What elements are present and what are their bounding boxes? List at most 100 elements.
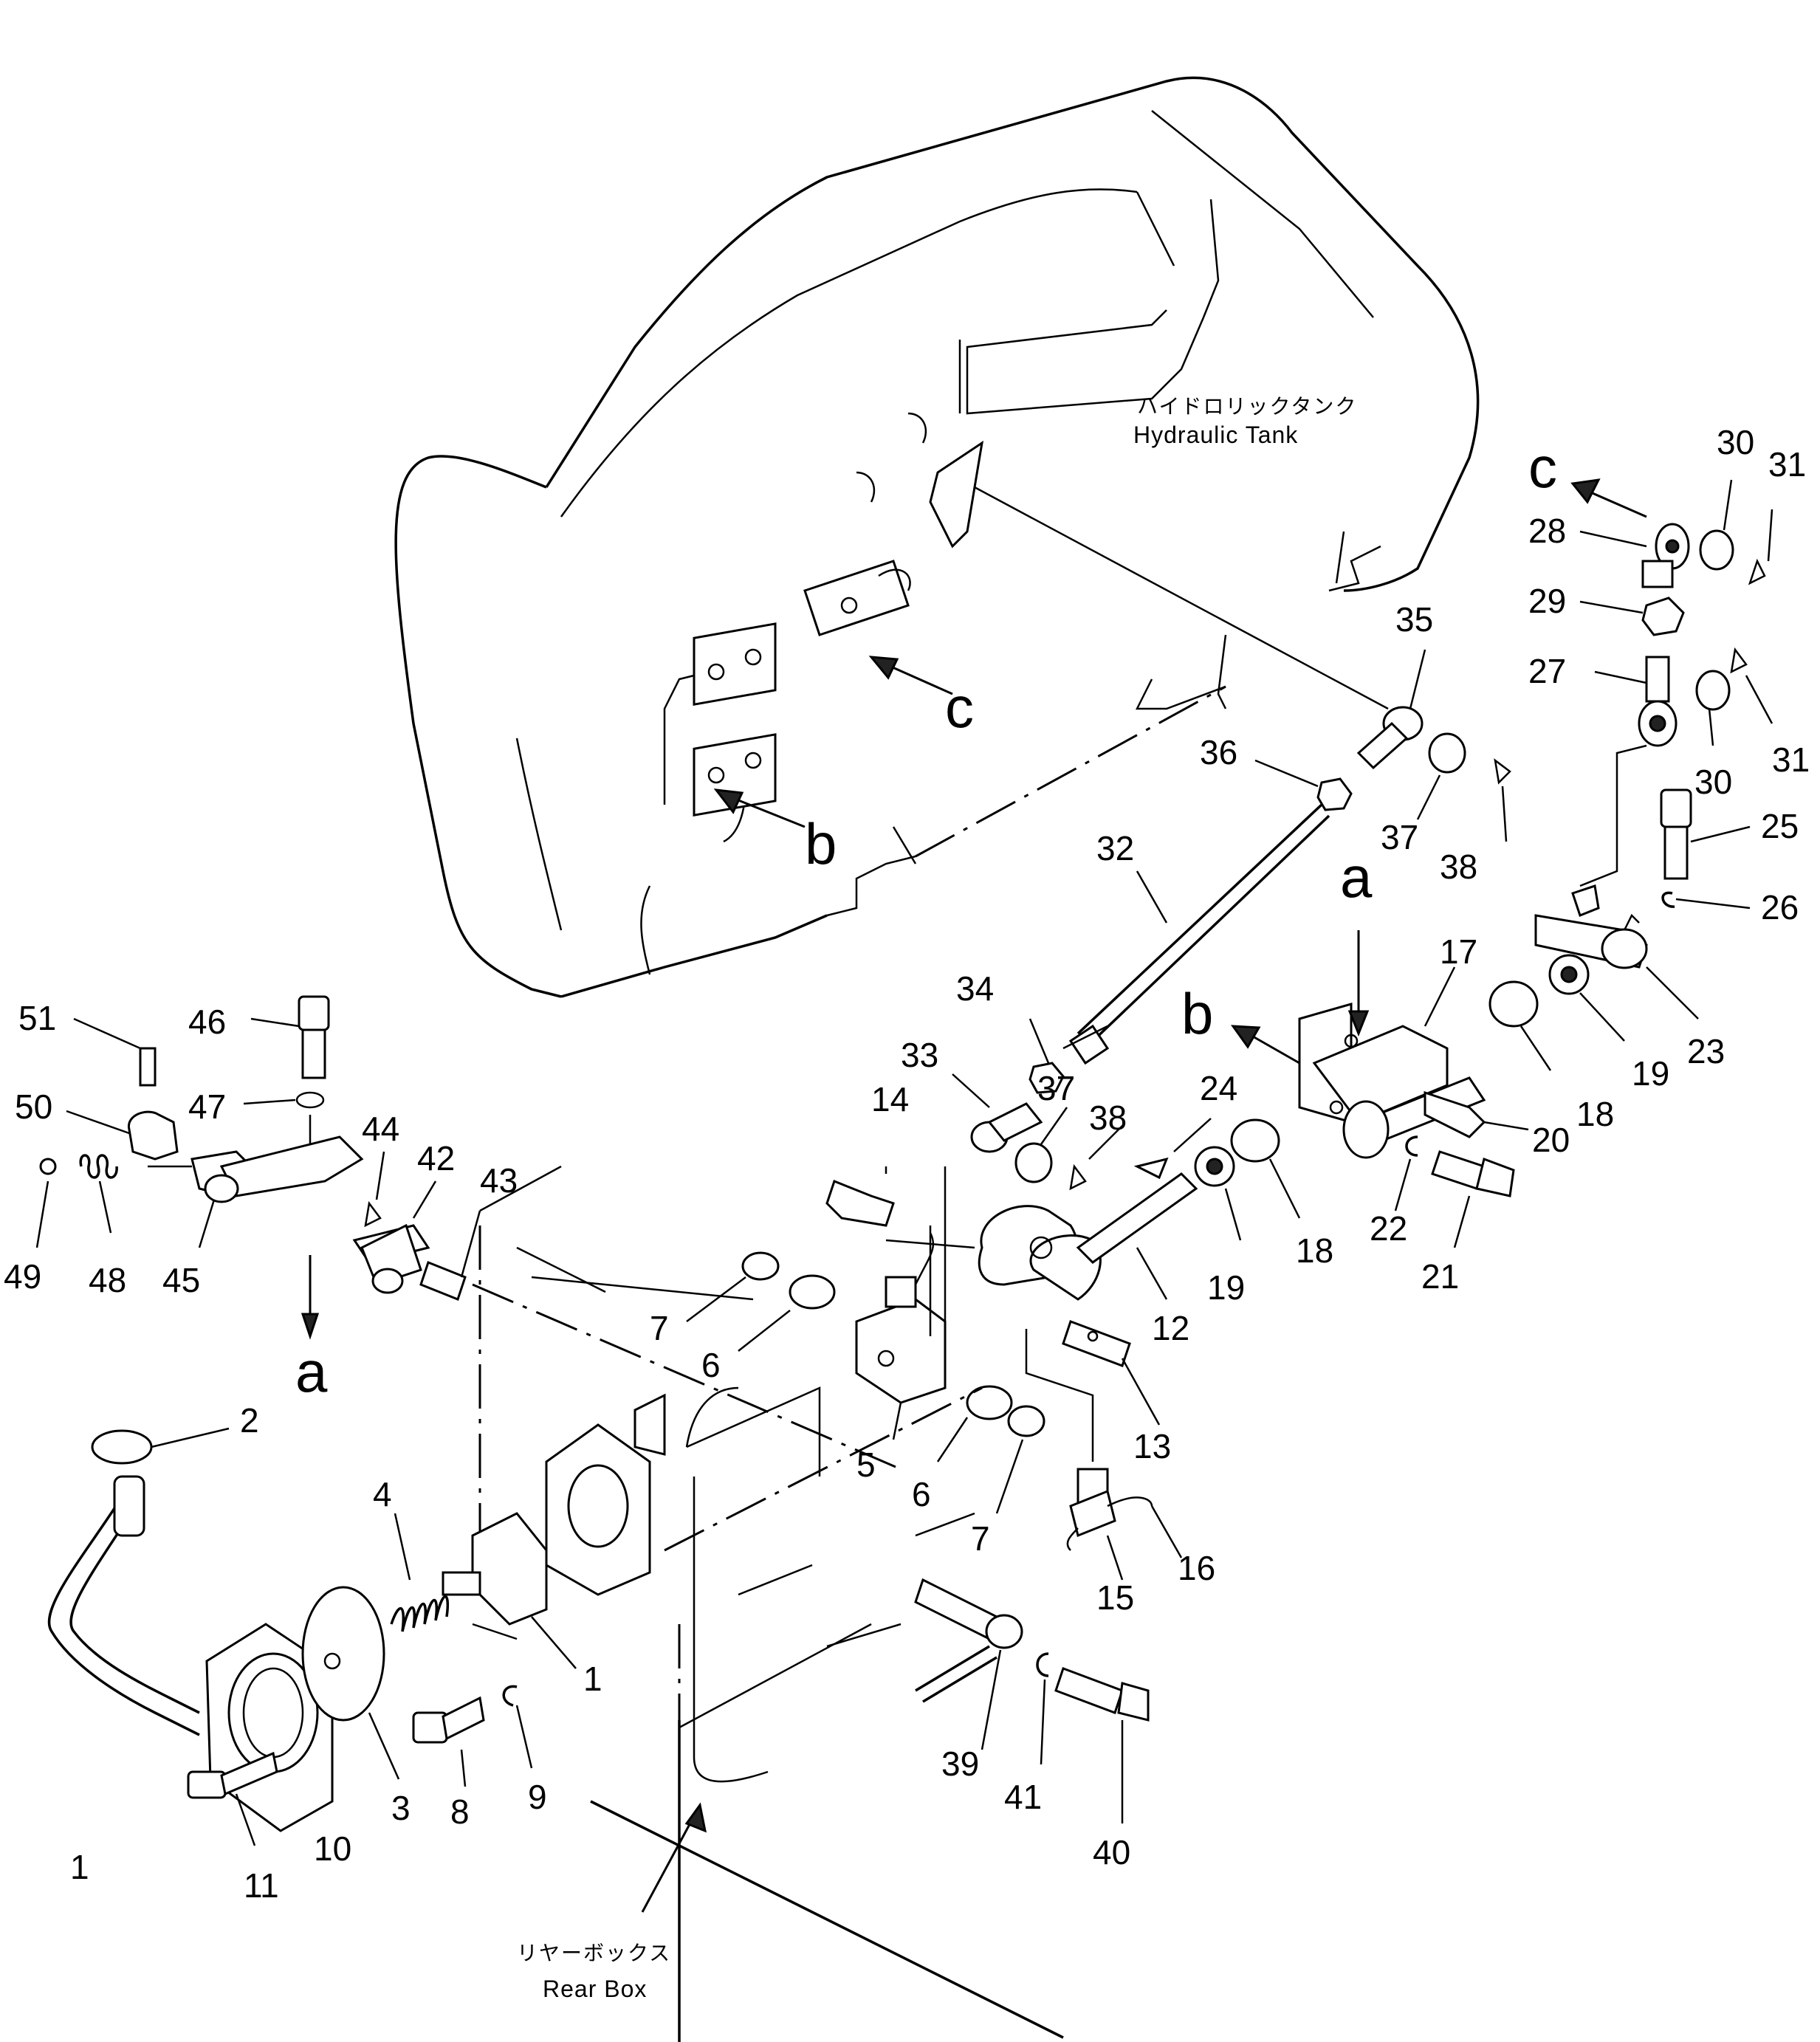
part-7-ring-lower (995, 1405, 1045, 1514)
part-26-washer (1661, 891, 1751, 910)
callout-3: 3 (391, 1789, 411, 1827)
callout-16: 16 (1178, 1549, 1215, 1587)
part-35-rod-end (974, 486, 1426, 770)
ref-letter-b-tank: b (805, 811, 837, 876)
part-33-rod-end (952, 1073, 1043, 1153)
callout-6-lower: 6 (912, 1475, 931, 1513)
callout-50: 50 (15, 1087, 52, 1126)
part-50-detent (66, 1110, 179, 1161)
hydraulic-tank-outline (394, 76, 1480, 998)
part-24-key (1133, 1118, 1212, 1180)
callout-23: 23 (1687, 1032, 1725, 1070)
part-5-valve (855, 1232, 947, 1440)
callout-5: 5 (856, 1445, 876, 1484)
callout-8: 8 (450, 1792, 470, 1831)
part-1-pipe (47, 1475, 200, 1736)
part-11-bolt (187, 1751, 278, 1846)
connection-lines (664, 1166, 983, 1552)
callout-9: 9 (528, 1778, 547, 1816)
part-43-pin (419, 1210, 481, 1301)
ref-letter-c-top: c (1528, 435, 1557, 500)
callout-33: 33 (901, 1036, 938, 1074)
part-4-spring (390, 1513, 450, 1632)
callout-1-valve: 1 (583, 1660, 602, 1698)
part-19-bearing-lower (1194, 1146, 1242, 1241)
callout-6-upper: 6 (701, 1346, 721, 1384)
callout-21: 21 (1421, 1257, 1459, 1296)
callout-44: 44 (362, 1110, 399, 1148)
callout-22: 22 (1370, 1209, 1407, 1248)
part-14-fitting (825, 1166, 895, 1227)
ref-letter-b-bracket: b (1181, 981, 1213, 1046)
gasket-plate (545, 1393, 666, 1596)
rear-box-outline (472, 1165, 1064, 2042)
part-46-bolt (250, 995, 330, 1079)
callout-30-lower: 30 (1694, 763, 1732, 801)
callout-18-upper: 18 (1576, 1095, 1614, 1133)
rear-box-caption-en: Rear Box (543, 1976, 647, 2002)
callout-27: 27 (1528, 652, 1566, 690)
tank-bracket-c (803, 560, 911, 636)
part-30-nut-upper (1699, 479, 1734, 571)
part-9-washer (502, 1685, 533, 1769)
callout-32: 32 (1096, 829, 1134, 867)
ref-letter-a-bracket: a (1340, 845, 1373, 910)
callout-51: 51 (18, 999, 56, 1037)
part-6-bushing-lower (936, 1385, 1013, 1462)
part-29-nut (1579, 597, 1685, 636)
callout-38-upper: 38 (1440, 848, 1477, 886)
part-21-bolt (1431, 1150, 1515, 1248)
callout-38-lower: 38 (1089, 1099, 1127, 1137)
part-34-nut (1029, 1018, 1065, 1094)
callout-11: 11 (244, 1866, 279, 1905)
part-8-bolt (412, 1696, 485, 1787)
rear-box-caption-jp: リヤーボックス (517, 1942, 671, 1964)
ref-arrow-c-tank (868, 656, 953, 695)
callout-14: 14 (871, 1080, 909, 1118)
callout-19-upper: 19 (1632, 1054, 1669, 1093)
callout-47: 47 (188, 1087, 226, 1126)
part-44-pin (364, 1151, 385, 1228)
hydraulic-tank-caption-jp: ハイドロリックタンク (1137, 395, 1357, 418)
callout-28: 28 (1528, 512, 1566, 550)
part-28-rod-end (1570, 478, 1690, 588)
callout-31-upper: 31 (1768, 445, 1806, 484)
callout-30-upper: 30 (1717, 423, 1754, 461)
callout-36: 36 (1200, 733, 1237, 771)
callout-37-lower: 37 (1037, 1069, 1075, 1107)
callout-7-upper: 7 (650, 1309, 669, 1347)
part-40-bolt (1054, 1667, 1150, 1823)
callout-25: 25 (1761, 807, 1799, 845)
part-25-bolt (1660, 788, 1751, 880)
part-1-valve-body (442, 1512, 577, 1669)
ref-letter-c-tank: c (945, 675, 974, 740)
callout-37-upper: 37 (1381, 818, 1418, 856)
callout-26: 26 (1761, 888, 1799, 927)
callout-45: 45 (162, 1261, 200, 1299)
part-20-bolt (1424, 1090, 1529, 1138)
callout-10: 10 (314, 1829, 351, 1868)
callout-31-lower: 31 (1772, 740, 1810, 779)
callout-2: 2 (240, 1401, 259, 1440)
tank-bracket-upper (693, 622, 777, 707)
ref-arrow-b-tank (713, 788, 806, 828)
tank-bracket-b (693, 733, 777, 817)
part-3-diaphragm (301, 1586, 400, 1780)
callout-17: 17 (1440, 932, 1477, 971)
part-31-pin-lower (1730, 647, 1773, 724)
part-39-lever (914, 1578, 1023, 1750)
callout-43: 43 (480, 1161, 518, 1200)
callout-35: 35 (1395, 600, 1433, 639)
part-47-washer (243, 1091, 325, 1109)
part-18-bushing-lower (1230, 1118, 1301, 1219)
callout-46: 46 (188, 1003, 226, 1041)
part-16-wire (1107, 1496, 1183, 1558)
part-6-bushing-upper (738, 1274, 836, 1352)
part-42-lever (352, 1180, 437, 1294)
part-37-nut-lower (1014, 1107, 1068, 1183)
part-18-bushing-upper (1488, 980, 1552, 1071)
callout-40: 40 (1093, 1833, 1130, 1871)
callout-1-pipe: 1 (70, 1848, 89, 1886)
ref-arrow-a-upper (1347, 930, 1370, 1037)
part-13-pin (1025, 1320, 1161, 1462)
